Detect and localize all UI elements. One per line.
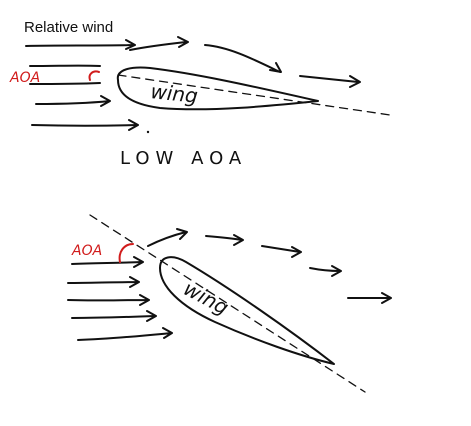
wing-airfoil-high	[159, 256, 335, 365]
low-aoa-caption: LOW AOA	[120, 148, 247, 169]
relative-wind-label: Relative wind	[24, 19, 114, 36]
chord-line-high	[89, 214, 366, 393]
flow-arrow	[129, 36, 189, 51]
wind-arrow	[29, 82, 101, 85]
relative-wind-arrows-low	[25, 39, 139, 131]
wind-arrow	[71, 310, 157, 322]
flow-arrow	[205, 234, 244, 246]
aoa-arc-low	[88, 70, 100, 81]
wind-arrow	[71, 256, 144, 268]
wind-arrow	[77, 327, 173, 341]
flow-arrow	[299, 75, 361, 88]
wind-arrow	[31, 119, 139, 131]
chord-line-low	[117, 74, 391, 116]
high-aoa-panel: AOA wing	[67, 214, 392, 393]
flow-arrow	[147, 228, 188, 247]
wing-label-low: wing	[149, 79, 199, 108]
wing-airfoil-low	[116, 66, 319, 111]
flow-arrow	[261, 245, 302, 258]
wind-arrow	[25, 39, 136, 50]
wind-arrow	[35, 95, 111, 107]
wing-label-high: wing	[180, 276, 233, 319]
aoa-arc-high	[118, 243, 134, 263]
flow-arrow	[309, 265, 342, 277]
flow-arrow	[347, 292, 392, 304]
low-aoa-panel: AOA wing LOW AOA	[9, 36, 391, 169]
aoa-label-high: AOA	[71, 243, 102, 259]
upper-flow-arrows-high	[147, 228, 392, 304]
wind-arrow	[67, 294, 150, 306]
wind-arrow	[67, 276, 140, 288]
aoa-label-low: AOA	[9, 70, 40, 86]
flow-arrow	[204, 44, 282, 73]
relative-wind-arrows-high	[67, 256, 173, 341]
ink-dot	[146, 130, 150, 134]
upper-flow-arrows-low	[129, 36, 361, 88]
